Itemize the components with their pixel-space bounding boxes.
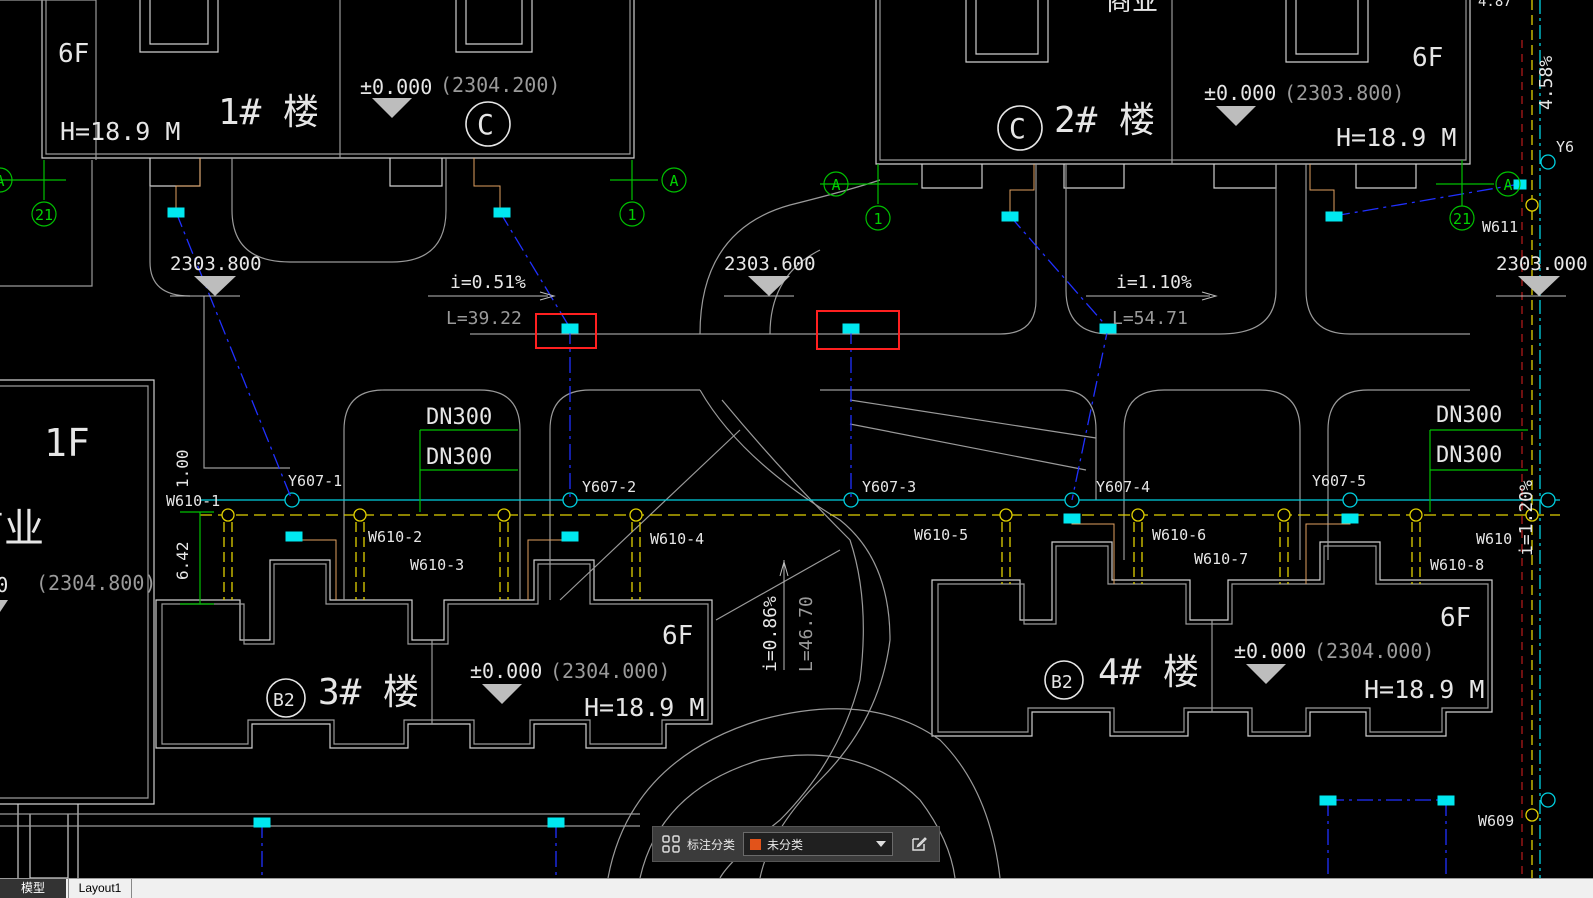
sewer-well-8: W610-8	[1430, 556, 1484, 574]
sewer-well-6: W610-6	[1152, 526, 1206, 544]
axis-label-a2: A	[669, 172, 678, 190]
elev-3: 2303.000	[1496, 253, 1588, 275]
axis-label-a4: A	[1503, 176, 1512, 194]
axis-label-a1: A	[0, 172, 5, 190]
b2-type: C	[1009, 112, 1026, 145]
building-4-outline	[931, 541, 1493, 737]
slope-3: i=0.86%	[760, 596, 781, 672]
rain-well-3: Y607-3	[862, 478, 916, 496]
b4-name: 4# 楼	[1098, 652, 1199, 693]
category-color-swatch	[750, 838, 762, 850]
b4-elevation: (2304.000)	[1314, 639, 1434, 663]
b4-level: ±0.000	[1234, 639, 1306, 663]
chevron-down-icon	[876, 841, 887, 847]
drawing-canvas[interactable]: 6F H=18.9 M 1# 楼 ±0.000 (2304.200) C 商业 …	[0, 0, 1593, 878]
rain-well-4: Y607-4	[1096, 478, 1150, 496]
axis-label-1a: 1	[627, 206, 636, 224]
b2-elevation: (2303.800)	[1284, 81, 1404, 105]
b1-name: 1# 楼	[218, 92, 319, 133]
length-3: L=46.70	[796, 596, 817, 672]
b3-type: B2	[273, 690, 295, 711]
length-2: L=54.71	[1112, 308, 1188, 329]
b3-height: H=18.9 M	[584, 693, 704, 722]
annotation-toolbar: 标注分类 未分类	[652, 826, 940, 862]
b2-height: H=18.9 M	[1336, 123, 1456, 152]
cad-drawing[interactable]: 6F H=18.9 M 1# 楼 ±0.000 (2304.200) C 商业 …	[0, 0, 1593, 878]
slope-2: i=1.10%	[1116, 272, 1192, 293]
axis-label-21a: 21	[35, 206, 53, 224]
layout-tab-bar: 模型 Layout1	[0, 878, 1593, 898]
rain-pipe-main	[200, 0, 1560, 878]
slope-5: 4.58%	[1536, 56, 1557, 110]
sewer-well-11: W609	[1478, 812, 1514, 830]
annotation-category-label: 标注分类	[687, 837, 736, 852]
shop-elevation: (2304.800)	[36, 571, 156, 595]
b4-floors: 6F	[1440, 603, 1471, 633]
building-3-outline	[155, 559, 713, 749]
b1-type: C	[477, 108, 494, 141]
b4-height: H=18.9 M	[1364, 675, 1484, 704]
dn-3: DN300	[1436, 403, 1502, 428]
elev-2: 2303.600	[724, 253, 816, 275]
sewer-well-2: W610-2	[368, 528, 422, 546]
annotation-category-select[interactable]: 未分类	[743, 832, 894, 856]
length-1: L=39.22	[446, 308, 522, 329]
sewer-well-3: W610-3	[410, 556, 464, 574]
b1-floors: 6F	[58, 39, 89, 69]
axis-label-a3: A	[831, 176, 840, 194]
sewer-well-10: W611	[1482, 218, 1518, 236]
b2-partial: 商业	[1106, 0, 1158, 17]
b3-floors: 6F	[662, 621, 693, 651]
annotation-category-value: 未分类	[767, 837, 804, 852]
shop-floors: 1F	[44, 421, 90, 465]
slope-1: i=0.51%	[450, 272, 526, 293]
b1-elevation: (2304.200)	[440, 73, 560, 97]
b2-name: 2# 楼	[1054, 100, 1155, 141]
edit-icon[interactable]	[907, 832, 931, 856]
building-1-outline	[41, 0, 635, 263]
dim-2: 6.42	[173, 541, 192, 580]
shop-name: 商业	[0, 506, 44, 552]
b3-name: 3# 楼	[318, 672, 419, 713]
dn-2: DN300	[426, 445, 492, 470]
b2-level: ±0.000	[1204, 81, 1276, 105]
tab-layout1[interactable]: Layout1	[68, 879, 132, 898]
sewer-pipe-main	[200, 0, 1560, 878]
axis-lines	[0, 160, 1528, 605]
elevation-triangles	[0, 98, 1560, 704]
elev-1: 2303.800	[170, 253, 262, 275]
catch-basins	[167, 179, 1527, 828]
highlight-boxes	[535, 310, 900, 350]
rain-well-6: Y6	[1556, 138, 1574, 156]
sewer-well-4: W610-4	[650, 530, 704, 548]
axis-label-21b: 21	[1453, 210, 1471, 228]
sewer-well-5: W610-5	[914, 526, 968, 544]
b1-level: ±0.000	[360, 75, 432, 99]
dn-4: DN300	[1436, 443, 1502, 468]
sewer-well-9: W610	[1476, 530, 1512, 548]
shop-building-outline	[0, 379, 155, 878]
b1-height: H=18.9 M	[60, 117, 180, 146]
rain-well-1: Y607-1	[288, 472, 342, 490]
dim-3: 4.87	[1478, 0, 1512, 10]
dim-1: 1.00	[173, 449, 192, 488]
b2-floors: 6F	[1412, 43, 1443, 73]
rain-well-2: Y607-2	[582, 478, 636, 496]
b3-level: ±0.000	[470, 659, 542, 683]
dn-1: DN300	[426, 405, 492, 430]
axis-label-1b: 1	[873, 210, 882, 228]
sewer-well-1: W610-1	[166, 492, 220, 510]
rain-well-5: Y607-5	[1312, 472, 1366, 490]
b3-elevation: (2304.000)	[550, 659, 670, 683]
tab-model[interactable]: 模型	[0, 879, 66, 898]
building-2-outline	[875, 0, 1471, 335]
sewer-well-7: W610-7	[1194, 550, 1248, 568]
grid-icon[interactable]	[659, 832, 683, 856]
b4-type: B2	[1051, 672, 1073, 693]
slope-4: i=1.20%	[1516, 480, 1537, 556]
shop-level: ±0.000	[0, 573, 8, 597]
